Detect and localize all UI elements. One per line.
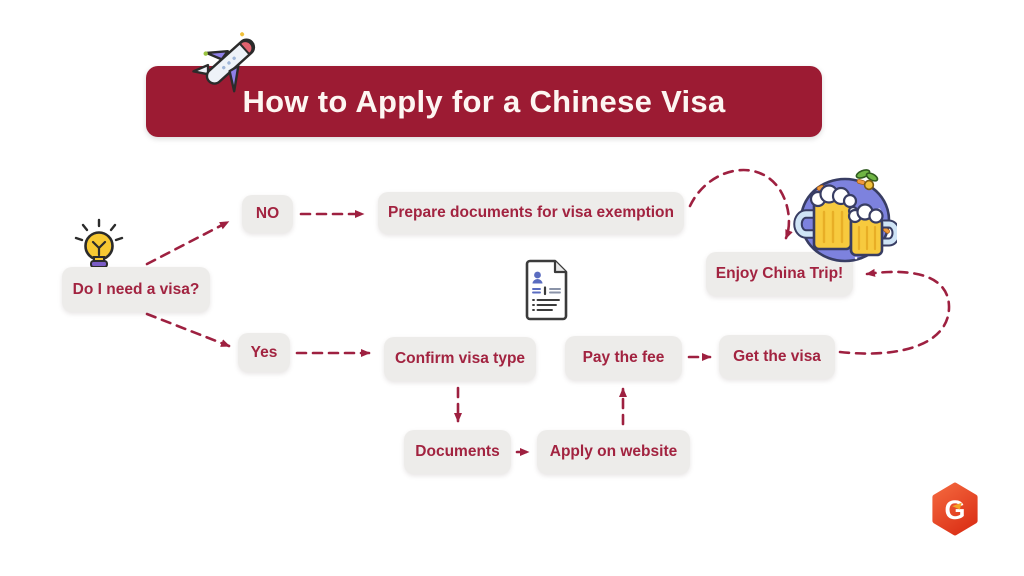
page-title: How to Apply for a Chinese Visa	[242, 83, 726, 119]
node-label: Get the visa	[733, 348, 821, 365]
node-label: Yes	[250, 343, 278, 361]
node-documents: Documents	[404, 430, 511, 474]
node-pay-the-fee: Pay the fee	[565, 336, 682, 380]
hexagon-g-logo: G	[932, 482, 978, 536]
node-confirm-visa-type: Confirm visa type	[384, 337, 536, 381]
node-label: Documents	[415, 443, 500, 460]
beer-cheers-illustration	[793, 169, 897, 263]
node-yes: Yes	[238, 333, 290, 372]
brand-logo: G	[930, 482, 980, 536]
node-label: Enjoy China Trip!	[715, 265, 844, 282]
node-label: Prepare documents for visa exemption	[388, 204, 674, 221]
arrow-question-to-no	[145, 220, 230, 266]
title-banner: How to Apply for a Chinese Visa	[146, 66, 822, 137]
logo-letter: G	[945, 495, 966, 525]
node-label: Apply on website	[549, 443, 678, 460]
node-no: NO	[242, 195, 293, 233]
node-label: Confirm visa type	[394, 350, 526, 367]
node-label: NO	[255, 205, 280, 222]
arrow-get-to-enjoy	[838, 268, 951, 355]
node-apply-on-website: Apply on website	[537, 430, 690, 474]
airplane-icon	[192, 32, 256, 93]
node-get-the-visa: Get the visa	[719, 335, 835, 379]
arrow-prepare-to-enjoy	[688, 168, 793, 240]
node-label: Pay the fee	[582, 349, 665, 366]
node-enjoy-china-trip: Enjoy China Trip!	[706, 252, 853, 296]
node-prepare-documents-for-visa-exemption: Prepare documents for visa exemption	[378, 192, 684, 234]
node-do-i-need-a-visa: Do I need a visa?	[62, 267, 210, 312]
visa-application-document-icon	[525, 259, 568, 321]
arrow-question-to-yes	[145, 312, 231, 348]
node-label: Do I need a visa?	[72, 280, 200, 298]
